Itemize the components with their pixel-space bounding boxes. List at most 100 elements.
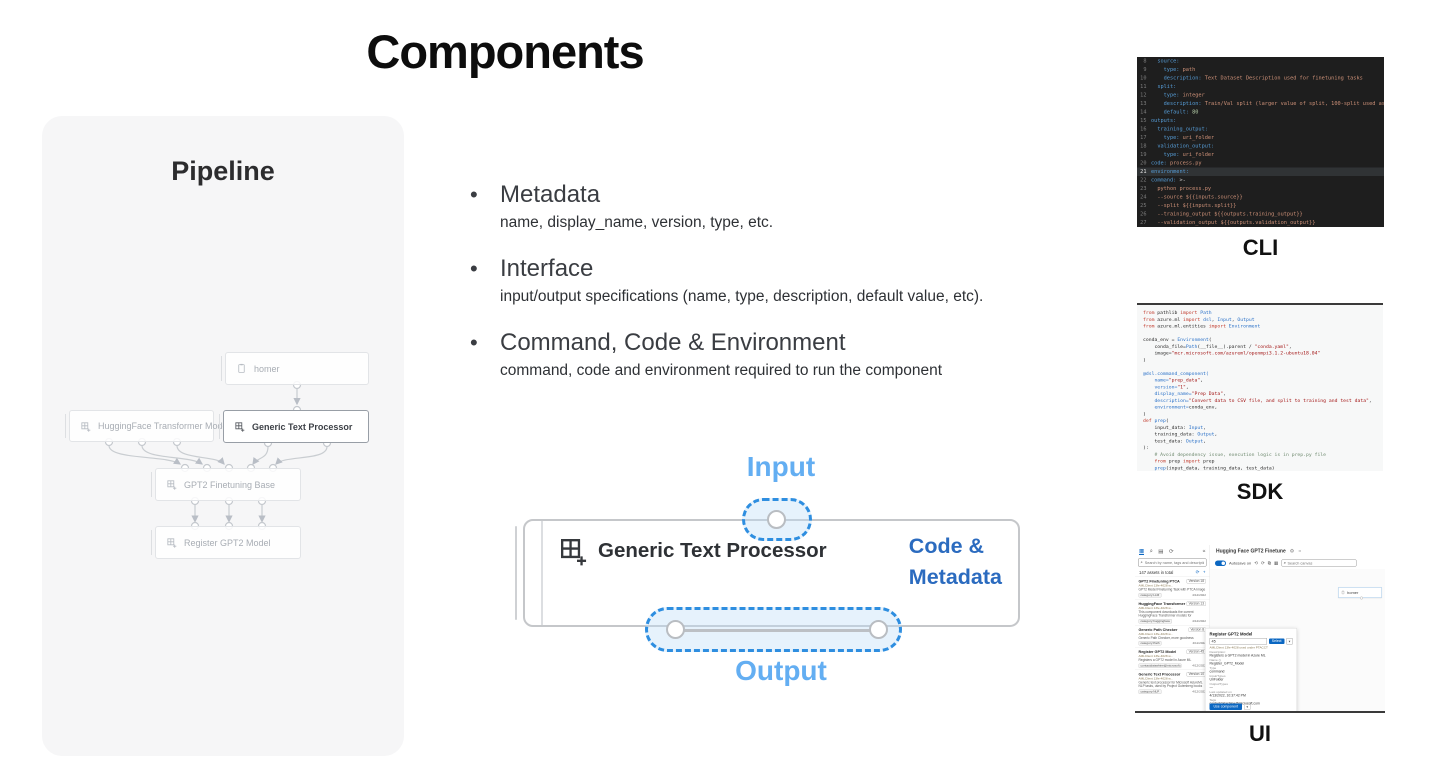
refresh-icon[interactable]: ⟳ (1168, 548, 1174, 555)
asset-card[interactable]: Generic Text Processor Version 10 AMLCli… (1135, 669, 1210, 695)
asset-description: GPT2 Model Finetuning Task with PTCA Ima… (1138, 588, 1206, 592)
detail-field-value: command (1209, 670, 1225, 674)
detail-field: Input/Types UriFolder (1210, 675, 1293, 682)
detail-field-label: Input/Types (1209, 674, 1226, 679)
input-label: Input (746, 451, 816, 482)
settings-icon[interactable]: ⚙ (1289, 548, 1295, 554)
canvas-node-homer[interactable]: homer (1338, 587, 1382, 600)
bullet-metadata: • Metadata name, display_name, version, … (470, 179, 1130, 233)
input-port[interactable] (767, 510, 786, 529)
more-options-icon[interactable]: ▾ (1244, 703, 1251, 710)
version-caret-icon[interactable]: ▾ (1286, 638, 1293, 645)
data-icon[interactable]: ▤ (1158, 548, 1164, 555)
detail-field-label: Tags (1209, 698, 1217, 703)
asset-filter-input[interactable] (1144, 560, 1204, 565)
detail-field-label: Description: (1209, 650, 1226, 655)
detail-field: Type command (1210, 667, 1293, 674)
bullet-detail: input/output specifications (name, type,… (500, 288, 984, 305)
bullet-dot: • (470, 182, 478, 207)
component-node[interactable]: Generic Text Processor Code & Metadata (515, 519, 1020, 627)
pipeline-node-label: Register GPT2 Model (184, 537, 271, 548)
asset-warning: AMLClient 13fe-4028 w... (1138, 654, 1174, 659)
asset-date: 4/11/2022 (1192, 641, 1206, 646)
asset-tag: category:huggingface (1138, 618, 1173, 624)
autosave-label: Autosave on (1229, 560, 1252, 566)
pipeline-node-gpt2-finetuning-base[interactable]: GPT2 Finetuning Base (151, 468, 301, 501)
canvas-search-input[interactable] (1287, 560, 1354, 566)
asset-panel: ▦ ⌕ ▤ ⟳ « ⌕ 147 assets in total ⟳ + (1135, 545, 1210, 711)
asset-tag: category:NLP (1138, 689, 1162, 694)
detail-warning: AMLClient 13fe-4028 used under PTACCT (1209, 646, 1268, 650)
pipeline-node-label: homer (254, 363, 280, 374)
pipeline-node-label: GPT2 Finetuning Base (184, 479, 276, 490)
asset-description: Generic Path Checker, more goodness (1138, 636, 1194, 640)
undo-icon[interactable]: ⟲ (1254, 560, 1259, 566)
pipeline-node-generic-text-processor[interactable]: Generic Text Processor (219, 410, 369, 443)
pipeline-panel-title: Pipeline (171, 156, 275, 186)
grid-icon[interactable]: ▦ (1274, 560, 1279, 566)
bullet-dot: • (470, 256, 478, 281)
detail-field-label: Last updated on (1209, 690, 1232, 695)
asset-card[interactable]: Generic Path Checker Version 8 AMLClient… (1135, 624, 1210, 647)
output-port-highlight[interactable] (645, 607, 902, 652)
asset-name: HuggingFace Transformer ... (1138, 601, 1186, 606)
asset-warning: AMLClient 13fe-4028 w... (1138, 676, 1174, 681)
designer-left-rail: ▦ ⌕ ▤ ⟳ « (1135, 545, 1210, 557)
add-asset-icon[interactable]: + (1202, 569, 1206, 575)
canvas-search-box[interactable]: ⌕ (1281, 559, 1357, 567)
component-icon (166, 537, 177, 548)
use-component-button[interactable]: Use component (1209, 703, 1243, 710)
search-icon[interactable]: ⌕ (1149, 547, 1153, 554)
select-button[interactable]: Select (1268, 638, 1285, 644)
detail-field-label: Name () (1209, 658, 1221, 663)
asset-date: 4/12/2022 (1192, 593, 1206, 597)
autosave-toggle[interactable] (1215, 560, 1226, 566)
bullet-detail: command, code and environment required t… (500, 362, 943, 379)
redo-icon[interactable]: ⟳ (1261, 560, 1265, 566)
bullet-list: • Metadata name, display_name, version, … (470, 179, 1130, 401)
detail-title: Register GPT2 Model (1209, 631, 1253, 637)
asset-version-badge: Version 8 (1188, 627, 1206, 632)
input-port-highlight[interactable] (742, 498, 812, 541)
pipeline-node-huggingface-transformer[interactable]: HuggingFace Transformer Model (65, 410, 230, 442)
ui-screenshot: ▦ ⌕ ▤ ⟳ « ⌕ 147 assets in total ⟳ + (1135, 545, 1385, 713)
component-icon (234, 421, 245, 432)
pipeline-node-register-gpt2-model[interactable]: Register GPT2 Model (151, 526, 301, 559)
version-value[interactable]: 45 (1209, 638, 1267, 645)
pipeline-panel: Pipeline (42, 116, 404, 756)
asset-description: Registers a GPT2 model in Azure ML (1138, 658, 1192, 663)
output-label: Output (735, 655, 827, 686)
pipeline-node-homer[interactable]: homer (221, 352, 369, 385)
asset-name: GPT2 Finetuning PTCA (1138, 579, 1180, 584)
component-icon (557, 535, 588, 566)
page-title: Components (366, 25, 644, 78)
pipeline-node-label: Generic Text Processor (252, 421, 353, 432)
ui-caption: UI (1249, 721, 1271, 746)
output-port-1[interactable] (666, 620, 685, 639)
asset-warning: AMLClient 13fe-4028 w... (1138, 632, 1174, 636)
component-icon (80, 421, 91, 432)
asset-card[interactable]: GPT2 Finetuning PTCA Version 18 AMLClien… (1135, 576, 1210, 599)
component-node-title: Generic Text Processor (598, 538, 827, 562)
output-port-2[interactable] (869, 620, 888, 639)
asset-date: 4/12/2022 (1192, 663, 1206, 668)
copy-icon[interactable]: ⧉ (1267, 560, 1272, 566)
modules-icon[interactable]: ▦ (1139, 547, 1145, 555)
detail-field-value: Registers a GPT2 model in Azure ML (1209, 654, 1266, 658)
asset-card[interactable]: Register GPT2 Model Version 45 AMLClient… (1135, 647, 1210, 669)
refresh-assets-icon[interactable]: ⟳ (1195, 569, 1200, 575)
info-icon[interactable]: ○ (1298, 548, 1302, 554)
cli-caption: CLI (1242, 235, 1279, 260)
search-icon: ⌕ (1283, 560, 1287, 566)
bullet-title: Interface (500, 255, 594, 282)
collapse-panel-icon[interactable]: « (1202, 548, 1206, 554)
detail-field-value: — (1209, 686, 1213, 690)
filter-icon: ⌕ (1140, 560, 1143, 565)
detail-field: Last updated on 4/13/2022, 10:37:42 PM (1210, 691, 1293, 698)
asset-description: Generic text processor for Microsoft Azu… (1138, 680, 1203, 688)
pipeline-graph: homer HuggingFace Transformer Model Gene… (42, 116, 404, 756)
asset-card[interactable]: HuggingFace Transformer ... Version 13 A… (1135, 598, 1210, 625)
asset-filter-box[interactable]: ⌕ (1138, 558, 1207, 567)
